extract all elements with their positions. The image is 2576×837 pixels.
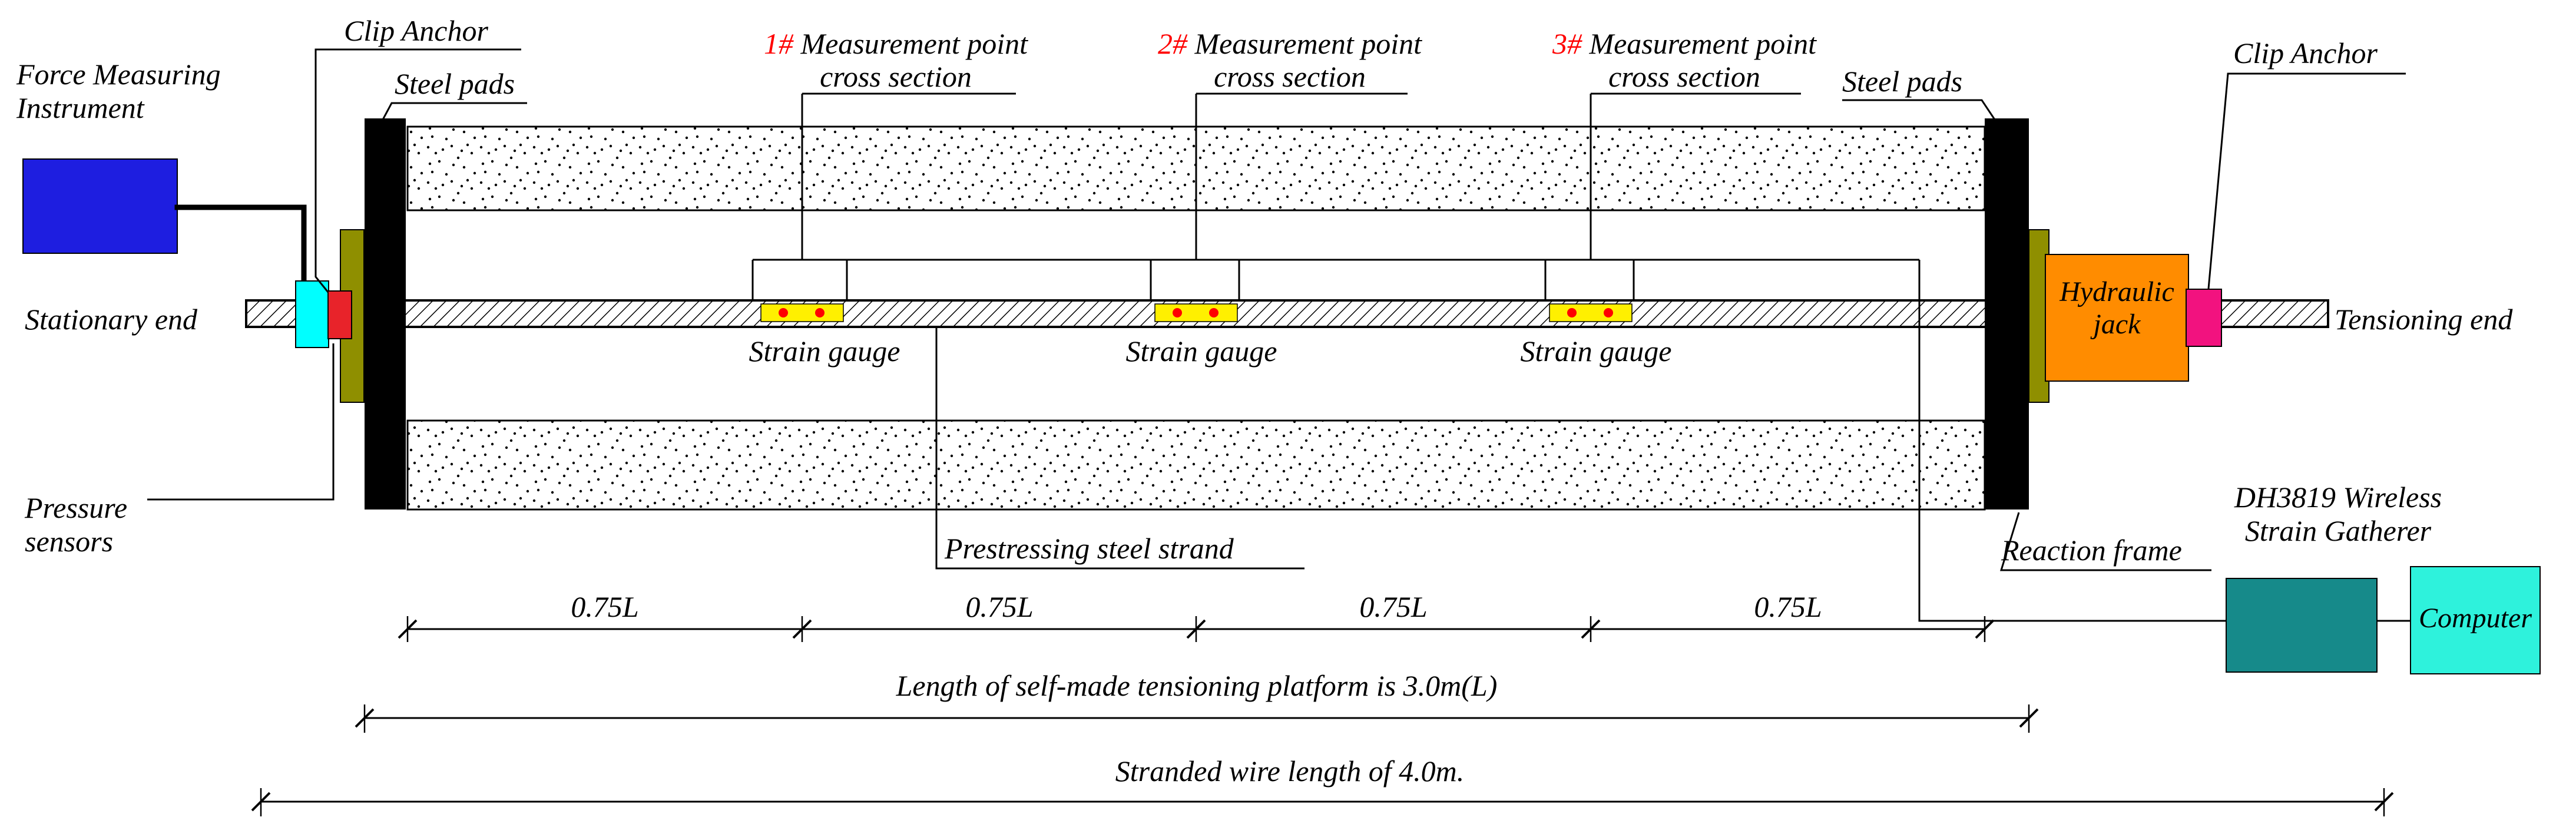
instrument-cable — [174, 204, 307, 284]
strain-gauge-2-label: Strain gauge — [1125, 335, 1277, 368]
measurement-point-2-number: 2# — [1157, 27, 1187, 60]
strand-length-label: Stranded wire length of 4.0m. — [1115, 755, 1465, 788]
force-measuring-instrument-label: Force Measuring Instrument — [16, 58, 221, 124]
computer-label: Computer — [2419, 603, 2532, 634]
measurement-point-3-number: 3# — [1552, 27, 1582, 60]
force-measuring-instrument-box — [22, 158, 178, 254]
measurement-point-3-label: 3# Measurement point cross section — [1552, 27, 1817, 93]
steel-pad-right-bar — [1985, 118, 2029, 510]
reaction-frame-label: Reaction frame — [2001, 534, 2182, 567]
computer-box — [2410, 566, 2541, 674]
tensioning-end-label: Tensioning end — [2335, 303, 2513, 336]
dimension-segment-4-label: 0.75L — [1754, 590, 1822, 623]
strain-gauge-2 — [1154, 303, 1238, 322]
leader-lines — [147, 48, 2406, 571]
prestressing-strand — [245, 299, 2329, 328]
steel-pads-left-label: Steel pads — [395, 67, 515, 100]
steel-pads-right-label: Steel pads — [1842, 65, 1963, 98]
hydraulic-jack-label: Hydraulic jack — [2060, 276, 2174, 340]
dimension-segment-1-label: 0.75L — [571, 590, 639, 623]
clip-anchor-left-label: Clip Anchor — [344, 14, 488, 47]
prestressing-steel-strand-label: Prestressing steel strand — [945, 532, 1234, 565]
strain-gatherer-label: DH3819 Wireless Strain Gatherer — [2234, 481, 2442, 547]
hydraulic-jack-box — [2045, 254, 2189, 382]
measurement-point-1-label: 1# Measurement point cross section — [763, 27, 1028, 93]
dimension-lines — [251, 616, 2394, 816]
strain-gauge-1 — [760, 303, 844, 322]
measurement-brackets-and-wires — [751, 259, 2411, 622]
measurement-point-1-number: 1# — [763, 27, 793, 60]
clip-anchor-right-label: Clip Anchor — [2233, 37, 2378, 70]
strain-gauge-1-label: Strain gauge — [749, 335, 900, 368]
dimension-segment-2-label: 0.75L — [965, 590, 1034, 623]
concrete-block-bottom — [406, 419, 1986, 511]
dimension-segment-3-label: 0.75L — [1359, 590, 1428, 623]
steel-pad-left-bar — [365, 118, 406, 510]
platform-length-label: Length of self-made tensioning platform … — [896, 669, 1498, 702]
strain-gatherer-box — [2226, 578, 2378, 673]
stationary-end-label: Stationary end — [25, 303, 198, 336]
strain-gauge-3-label: Strain gauge — [1520, 335, 1672, 368]
strain-gauge-3 — [1549, 303, 1633, 322]
pressure-sensors-label: Pressure sensors — [25, 491, 128, 558]
clip-anchor-left-box — [327, 290, 352, 339]
clip-anchor-right-box — [2186, 289, 2222, 347]
pressure-sensor-box — [295, 280, 329, 348]
measurement-point-2-label: 2# Measurement point cross section — [1157, 27, 1422, 93]
